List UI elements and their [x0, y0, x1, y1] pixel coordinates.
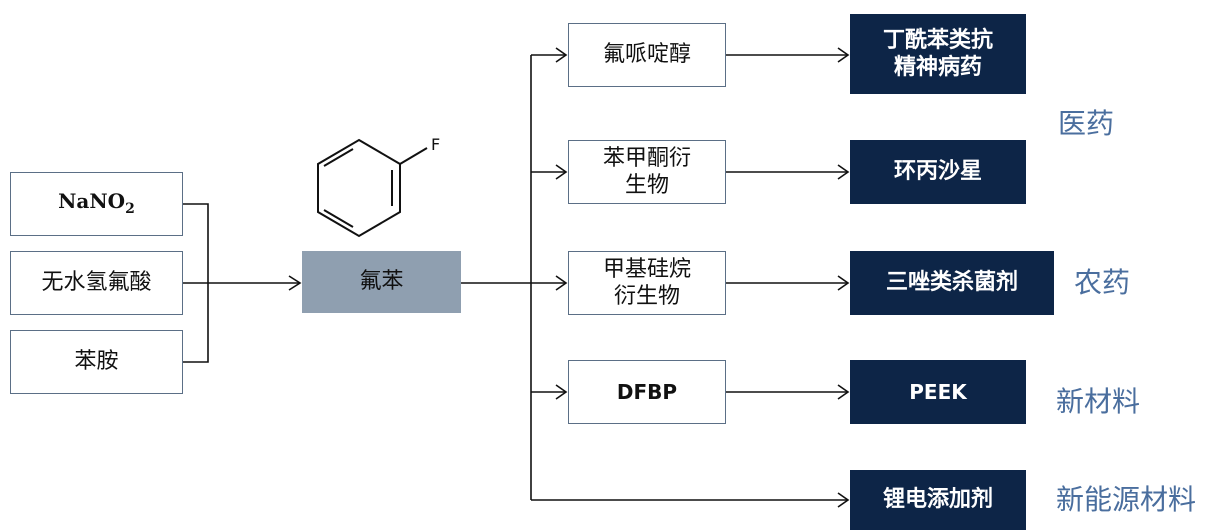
product-butyrophenone-antipsychotics: 丁酰苯类抗 精神病药	[850, 14, 1026, 94]
input-anhydrous-hf-label: 无水氢氟酸	[41, 270, 152, 296]
intermediate-haloperidol: 氟哌啶醇	[568, 23, 726, 87]
arrow-branch-3	[555, 275, 568, 291]
product-triazole-fungicides: 三唑类杀菌剂	[850, 251, 1054, 315]
intermediate-benzophenone-line1: 苯甲酮衍	[602, 145, 691, 171]
fluorobenzene-structure-icon	[317, 138, 428, 238]
center-fluorobenzene-label: 氟苯	[359, 269, 404, 295]
product-ciprofloxacin-label: 环丙沙星	[893, 159, 982, 185]
product-butyrophenone-line1: 丁酰苯类抗	[882, 27, 993, 53]
arrow-product-3	[837, 275, 850, 291]
arrow-branch-1	[555, 47, 568, 63]
category-medicine: 医药	[1058, 107, 1115, 140]
product-lithium-battery-additives: 锂电添加剂	[850, 470, 1026, 530]
product-lithium-battery-additives-label: 锂电添加剂	[882, 487, 993, 513]
fluorine-atom-label: F	[431, 135, 440, 154]
category-pesticide: 农药	[1074, 266, 1131, 299]
intermediate-methylsilane-derivatives: 甲基硅烷 衍生物	[568, 251, 726, 315]
intermediate-benzophenone-derivatives: 苯甲酮衍 生物	[568, 140, 726, 204]
arrow-branch-2	[555, 164, 568, 180]
product-peek: PEEK	[850, 360, 1026, 424]
input-aniline: 苯胺	[10, 330, 183, 394]
intermediate-benzophenone-line2: 生物	[624, 173, 669, 198]
input-nano2-subscript: 2	[125, 201, 135, 218]
input-nano2-label: NaNO	[58, 189, 126, 214]
category-new-material: 新材料	[1056, 385, 1141, 418]
product-ciprofloxacin: 环丙沙星	[850, 140, 1026, 204]
product-butyrophenone-line2: 精神病药	[893, 55, 982, 80]
center-fluorobenzene: 氟苯	[302, 251, 461, 313]
intermediate-dfbp-label: DFBP	[616, 379, 678, 404]
input-nano2: NaNO2	[10, 172, 183, 236]
arrow-product-1	[837, 47, 850, 63]
category-new-energy-material: 新能源材料	[1056, 483, 1197, 516]
arrow-branch-4	[555, 384, 568, 400]
arrow-to-center	[288, 275, 302, 291]
input-anhydrous-hf: 无水氢氟酸	[10, 251, 183, 315]
intermediate-methylsilane-line1: 甲基硅烷	[602, 256, 691, 282]
input-nano2-text: NaNO2	[58, 189, 135, 219]
arrow-product-2	[837, 164, 850, 180]
product-peek-label: PEEK	[909, 379, 967, 404]
intermediate-haloperidol-label: 氟哌啶醇	[602, 42, 691, 68]
input-aniline-label: 苯胺	[74, 349, 119, 375]
intermediate-dfbp: DFBP	[568, 360, 726, 424]
arrow-product-4	[837, 384, 850, 400]
product-triazole-fungicides-label: 三唑类杀菌剂	[885, 270, 1018, 296]
arrow-branch-5	[837, 492, 850, 508]
intermediate-methylsilane-line2: 衍生物	[613, 284, 680, 309]
